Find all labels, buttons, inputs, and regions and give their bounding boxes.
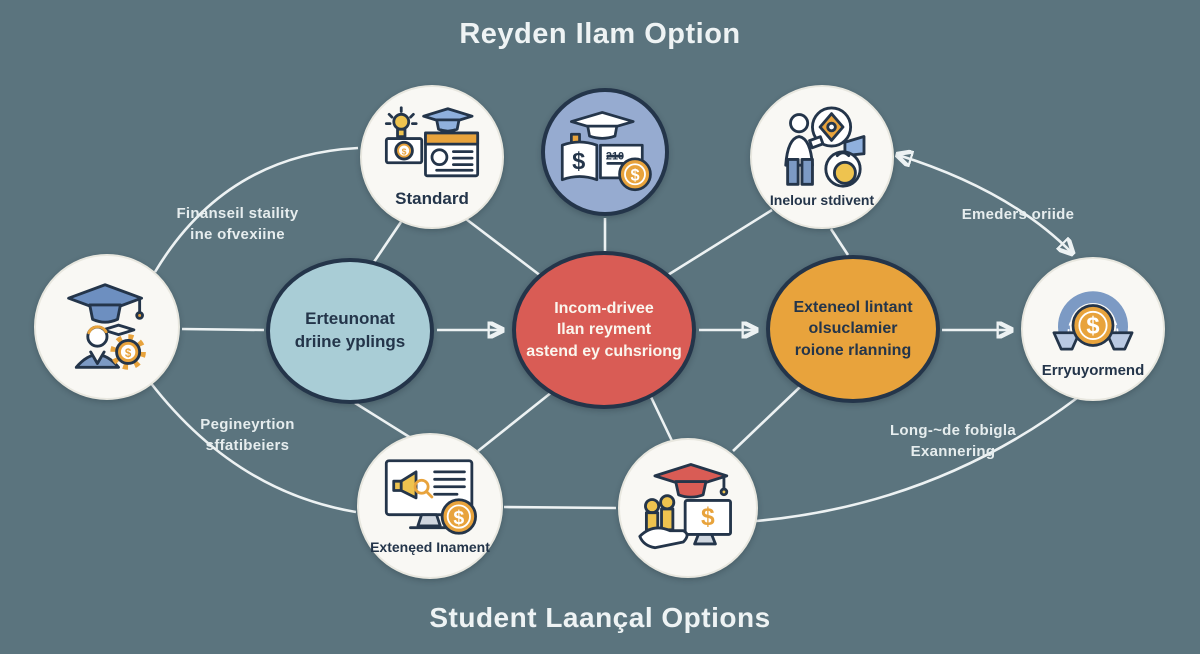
edge-monitor-to-support [503,505,617,510]
edge-standard-to-blue-ellipse [372,221,403,263]
edge-graduate-to-monitor [148,381,357,514]
edge-label-financial: Finanseil staility ine ofvexiine [176,205,299,243]
node-support: $ [618,438,758,578]
node-blue-ellipse: Erteunonat driine yplings [266,258,434,404]
coin-magnet-icon: $ [1052,290,1134,350]
node-standard: $ Standard [360,85,504,229]
loan-document-icon: $ [384,106,480,178]
node-orange-ellipse: Exteneol lintant olsuclamier roione rlan… [766,255,940,403]
node-standard-label: Standard [395,189,469,208]
edge-label-registration: Pegineyrtion sffatibeiers [200,416,295,454]
svg-text:$: $ [572,149,585,175]
monitor-funds-icon: $ [384,459,477,535]
edge-label-longterm: Long-~de fobigla Exannering [889,422,1017,460]
svg-text:$: $ [630,167,639,185]
node-inelour: Inelour stdivent [750,85,894,229]
svg-text:$: $ [453,507,464,529]
node-monitor-label: Extenęed Inament [370,539,490,555]
node-red-ellipse-label: Incom-drivee Ilan reyment astend ey cuhs… [526,299,682,360]
svg-text:$: $ [701,504,715,531]
node-repayment: $ Erryuyormend [1021,257,1165,401]
edge-support-to-repayment [755,396,1078,523]
node-book: $ 210 $ [541,88,669,216]
edge-graduate-to-standard [153,146,359,273]
node-repayment-label: Erryuyormend [1041,361,1145,379]
svg-text:$: $ [1086,313,1099,339]
edge-standard-to-red-ellipse [465,217,542,278]
svg-text:210: 210 [606,151,624,163]
edge-orange-ellipse-to-support [732,386,801,452]
edge-label-emeders: Emeders oriide [961,206,1075,223]
node-orange-ellipse-label: Exteneol lintant olsuclamier roione rlan… [793,298,913,359]
edge-inelour-to-repayment-arrow [898,155,1072,253]
graduate-finance-icon: $ [67,283,146,370]
edge-inelour-to-orange-ellipse [829,228,850,256]
node-blue-ellipse-label: Erteunonat driine yplings [294,309,406,351]
edge-red-ellipse-to-monitor [477,390,553,453]
education-support-icon: $ [638,463,732,550]
footer-title: Student Laançal Options [429,602,771,633]
svg-text:$: $ [125,348,132,360]
node-red-ellipse: Incom-drivee Ilan reyment astend ey cuhs… [512,251,696,409]
edge-graduate-to-blue-ellipse [181,327,265,332]
node-inelour-label: Inelour stdivent [769,192,875,208]
book-scholarship-icon: $ 210 $ [560,111,652,192]
edge-blue-ellipse-to-monitor [354,401,412,440]
edge-red-ellipse-to-support [649,396,674,442]
page-title: Reyden Ilam Option [459,18,741,50]
node-monitor: $ Extenęed Inament [357,433,503,579]
student-grant-icon [784,106,866,188]
svg-text:$: $ [402,146,407,156]
edge-inelour-to-red-ellipse [662,208,773,280]
node-graduate: $ [34,254,180,400]
